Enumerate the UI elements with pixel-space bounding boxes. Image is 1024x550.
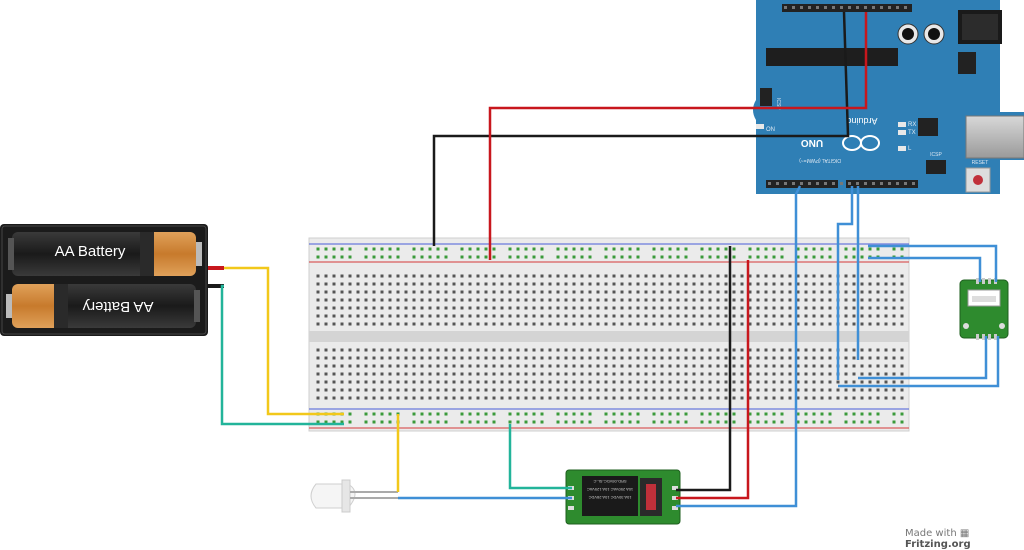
wire-sensor-blue-6: [838, 336, 1000, 388]
reset-button: [965, 167, 991, 193]
wire-gnd-black: [432, 11, 850, 246]
analog-header: [782, 4, 842, 12]
battery-holder: AA Battery AA Battery: [0, 224, 224, 336]
fritzing-credit: Made with ▦ Fritzing.org: [905, 528, 1024, 550]
fritzing-icon: ▦: [959, 528, 970, 539]
wire-battery-teal: [220, 284, 344, 426]
tx-label: TX: [908, 130, 916, 136]
wire-sensor-blue-3: [868, 244, 998, 282]
relay-ratings: 10A 250VAC 10A 125VAC: [587, 487, 633, 492]
relay-ratings-2: 10A 30VDC 10A 28VDC: [588, 495, 631, 500]
icsp2-label: ICSP: [930, 152, 942, 158]
arduino-brand: Arduino: [846, 116, 877, 126]
icsp2-header: [926, 160, 946, 174]
wire-5v-red: [488, 12, 868, 260]
atmega-chip: [766, 48, 898, 66]
on-label: ON: [766, 127, 775, 133]
battery-red-lead: [208, 266, 224, 270]
l-label: L: [908, 146, 912, 152]
digital-label: DIGITAL (PWM=~): [799, 157, 841, 163]
usb-port: [965, 115, 1024, 159]
arduino-uno: ICSP TX RX L ON Arduino UNO DIGITAL (PWM…: [753, 0, 1024, 194]
wire-relay-signal-blue: [676, 185, 802, 508]
icsp-label: ICSP: [775, 98, 781, 110]
battery-cell-top: AA Battery: [8, 232, 202, 276]
arduino-model: UNO: [801, 137, 823, 148]
relay-module: SRD-05VDC-SL-C 10A 250VAC 10A 125VAC 10A…: [565, 469, 681, 525]
wire-sensor-blue-5: [858, 336, 988, 380]
relay-model: SRD-05VDC-SL-C: [593, 479, 626, 484]
battery-cell-bottom: AA Battery: [6, 284, 200, 328]
led: [310, 479, 398, 513]
sensor-module: [959, 278, 1009, 340]
made-with-text: Made with: [905, 528, 957, 539]
wire-relay-teal: [508, 424, 572, 490]
wire-battery-yellow: [224, 266, 344, 416]
arduino-logo: Arduino UNO: [801, 116, 880, 151]
power-header: [830, 4, 912, 12]
breadboard: [308, 237, 910, 432]
fritzing-brand: Fritzing.org: [905, 539, 971, 550]
battery-black-lead: [208, 284, 224, 288]
wires: [220, 11, 1000, 508]
wire-relay-black: [676, 246, 732, 492]
reset-label: RESET: [972, 160, 989, 166]
battery-bottom-label: AA Battery: [82, 298, 153, 315]
icsp-header: [760, 88, 772, 106]
wire-relay-red: [676, 260, 750, 500]
wire-sensor-blue-1: [836, 186, 854, 380]
rx-label: RX: [908, 122, 916, 128]
relay-body: [582, 476, 638, 516]
wire-sensor-blue-4: [868, 256, 982, 282]
battery-top-label: AA Battery: [55, 243, 126, 260]
